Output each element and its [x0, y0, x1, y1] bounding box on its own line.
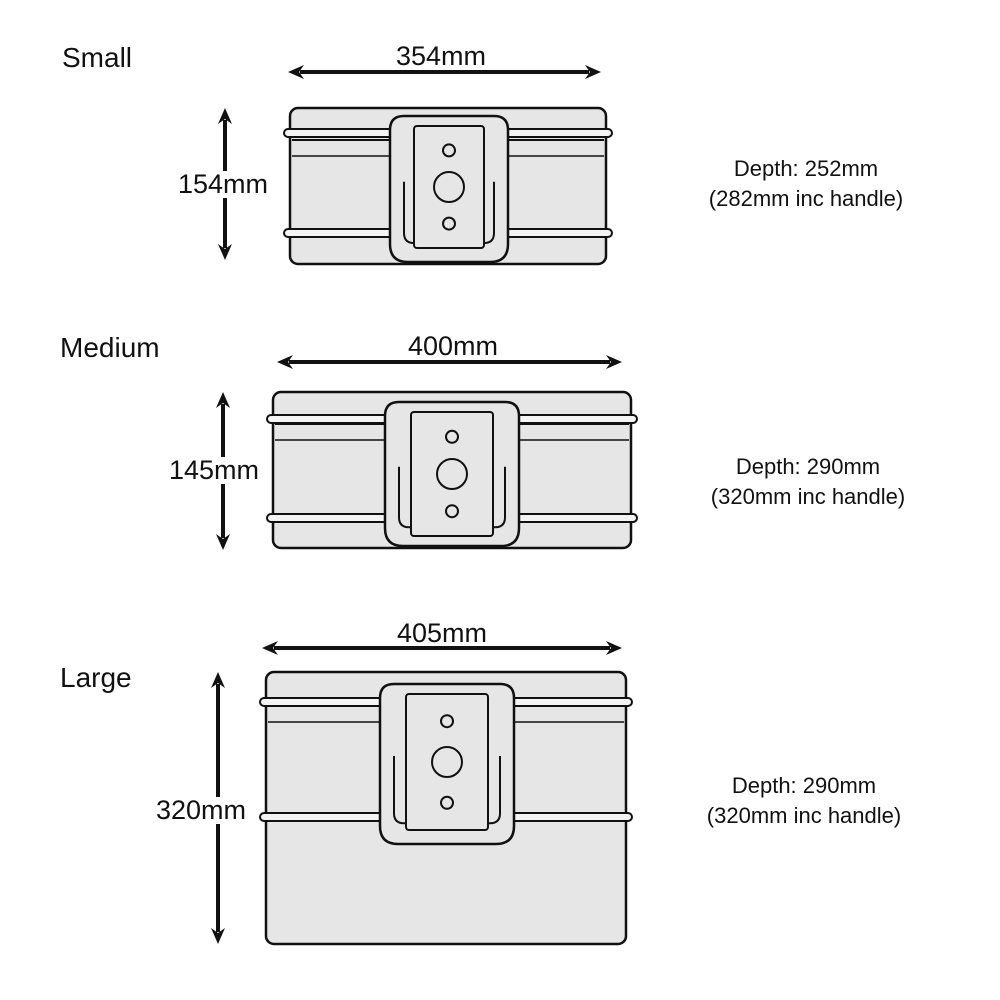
- large-width-label: 405mm: [396, 618, 488, 648]
- small-depth-info: Depth: 252mm (282mm inc handle): [709, 154, 903, 215]
- small-case-bottom-screw-icon: [442, 216, 456, 231]
- small-width-label: 354mm: [395, 41, 487, 71]
- medium-width-arrow: [277, 355, 622, 369]
- small-size-name: Small: [62, 42, 133, 73]
- small-case-keyhole-icon: [433, 171, 465, 203]
- medium-depth-handle-label: (320mm inc handle): [710, 484, 906, 510]
- small-height-label: 154mm: [178, 169, 269, 199]
- large-size-name: Large: [60, 662, 132, 693]
- medium-depth-label: Depth: 290mm: [735, 454, 881, 479]
- medium-case-bottom-screw-icon: [445, 504, 459, 519]
- large-case: [259, 670, 633, 946]
- large-case-keyhole-icon: [431, 746, 463, 778]
- small-case: [283, 106, 613, 266]
- small-width-arrow: [288, 65, 601, 79]
- small-depth-label: Depth: 252mm: [733, 156, 879, 181]
- large-depth-handle-label: (320mm inc handle): [706, 803, 902, 829]
- large-height-label: 320mm: [156, 795, 247, 825]
- medium-case: [266, 390, 638, 550]
- medium-width-label: 400mm: [407, 331, 499, 361]
- large-depth-label: Depth: 290mm: [731, 773, 877, 798]
- large-case-top-screw-icon: [440, 714, 454, 729]
- medium-depth-info: Depth: 290mm (320mm inc handle): [711, 452, 905, 513]
- large-depth-info: Depth: 290mm (320mm inc handle): [707, 771, 901, 832]
- large-case-bottom-screw-icon: [440, 795, 454, 810]
- medium-size-name: Medium: [60, 332, 160, 363]
- small-depth-handle-label: (282mm inc handle): [708, 186, 904, 212]
- small-case-top-screw-icon: [442, 143, 456, 158]
- medium-case-top-screw-icon: [445, 429, 459, 444]
- large-width-arrow: [262, 641, 622, 655]
- medium-height-label: 145mm: [169, 455, 260, 485]
- medium-case-keyhole-icon: [436, 458, 468, 490]
